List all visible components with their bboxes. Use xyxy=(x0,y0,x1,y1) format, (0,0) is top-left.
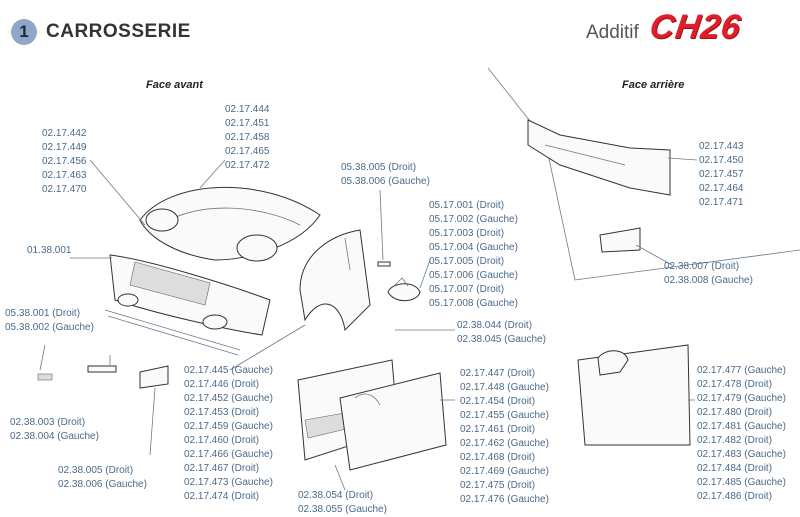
front-bumper-drawing xyxy=(104,254,271,356)
refs-door-right: 02.17.477 (Gauche)02.17.478 (Droit)02.17… xyxy=(697,365,786,502)
refs-lower-trim: 05.38.001 (Droit)05.38.002 (Gauche) xyxy=(5,308,94,333)
door-left-drawing xyxy=(297,359,447,471)
refs-fog-bracket: 02.38.005 (Droit)02.38.006 (Gauche) xyxy=(58,465,147,490)
refs-fender: 02.17.445 (Gauche)02.17.446 (Droit)02.17… xyxy=(184,365,273,502)
refs-mirror-glass: 02.38.044 (Droit)02.38.045 (Gauche) xyxy=(457,320,546,345)
door-right-drawing xyxy=(577,344,691,446)
fender-drawing xyxy=(299,229,371,332)
refs-clip-small: 02.38.003 (Droit)02.38.004 (Gauche) xyxy=(10,417,99,442)
rear-bumper-drawing xyxy=(527,119,671,196)
section-number-badge: 1 xyxy=(11,19,37,45)
refs-door-trim: 02.38.054 (Droit)02.38.055 (Gauche) xyxy=(298,490,387,515)
fog-bracket-drawing xyxy=(139,365,169,389)
hood-drawing xyxy=(139,186,321,262)
refs-side-marker: 05.38.005 (Droit)05.38.006 (Gauche) xyxy=(341,162,430,187)
small-clip-drawing xyxy=(37,373,53,381)
refs-front-bumper: 01.38.001 xyxy=(27,245,72,256)
lower-trim-piece-drawing xyxy=(87,365,117,373)
rear-section-title: Face arrière xyxy=(622,79,685,91)
refs-mirror: 05.17.001 (Droit)05.17.002 (Gauche)05.17… xyxy=(429,200,518,309)
refs-door-left: 02.17.447 (Droit)02.17.448 (Gauche)02.17… xyxy=(460,368,549,505)
side-marker-drawing xyxy=(377,261,391,267)
additif-label: Additif xyxy=(586,22,639,43)
refs-rear-reflector: 02.38.007 (Droit)02.38.008 (Gauche) xyxy=(664,261,753,286)
page-title: CARROSSERIE xyxy=(46,21,191,42)
front-section-title: Face avant xyxy=(146,79,203,91)
mirror-drawing xyxy=(387,277,421,302)
rear-reflector-drawing xyxy=(599,227,641,253)
